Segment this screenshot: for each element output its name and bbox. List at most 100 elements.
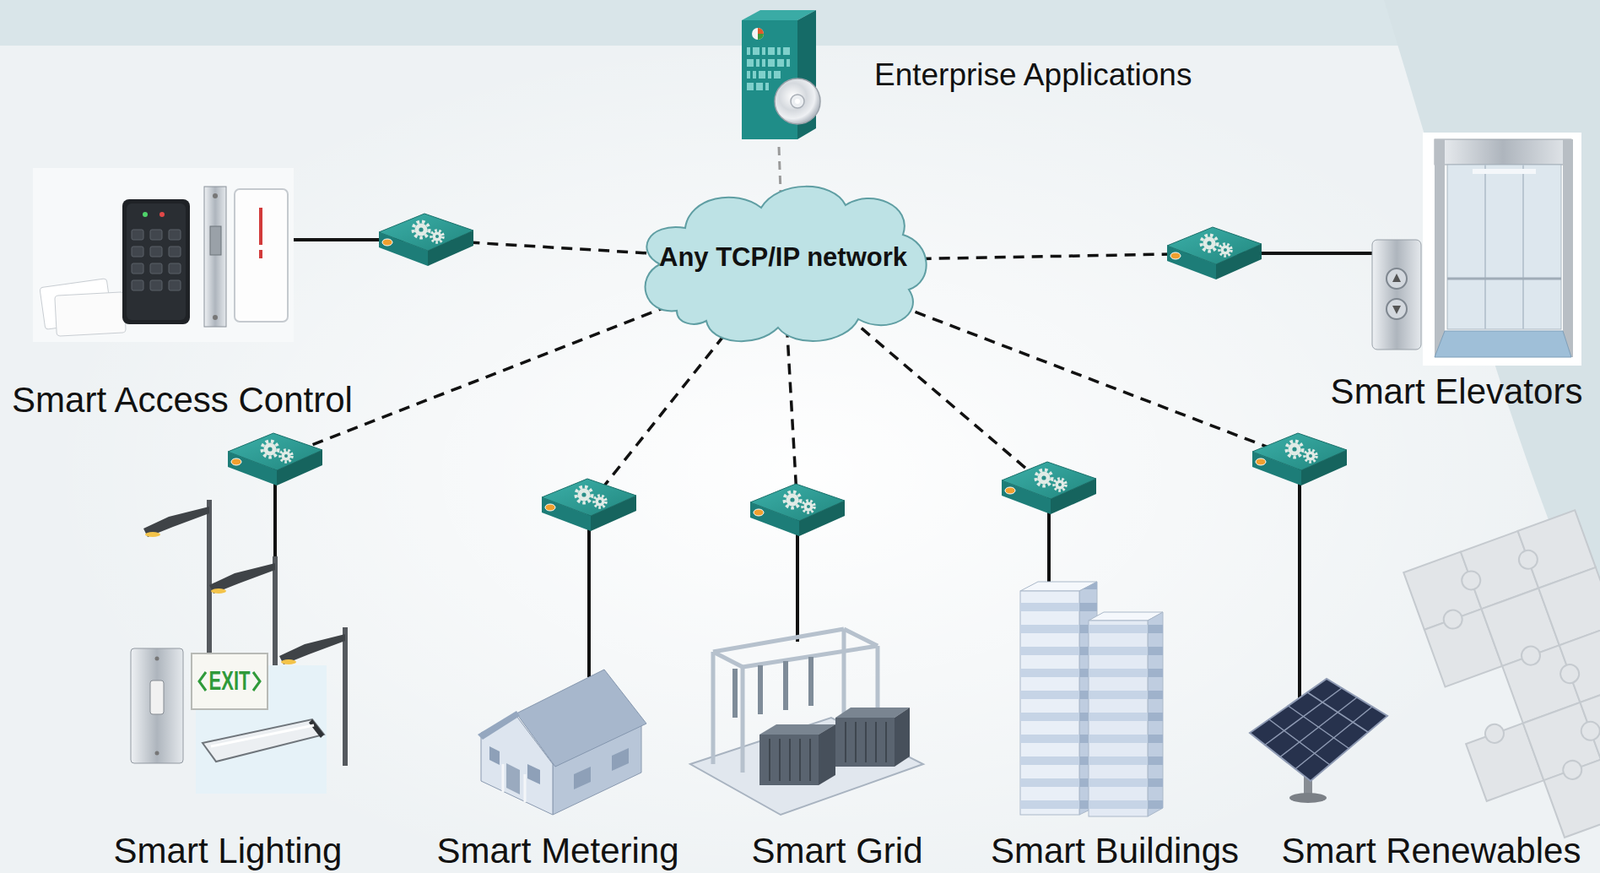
server-icon [746,47,751,55]
substation-picture [757,664,763,714]
server-icon [794,98,800,104]
puzzle-decoration [1482,721,1507,746]
substation-picture [885,721,887,763]
device-group: Smart Metering [421,548,692,871]
server-icon [746,82,754,91]
buildings-picture [1020,590,1080,815]
lighting-picture [150,680,164,714]
elevator-picture [1447,164,1562,330]
lighting-picture [210,724,314,746]
house-picture [489,745,500,765]
puzzle-decoration [1557,661,1582,686]
lighting-picture [191,653,268,709]
substation-picture [740,666,746,773]
substation-picture [759,734,819,785]
access-control-picture [168,246,181,257]
substation-picture [809,738,811,781]
device-group: Smart Grid [685,552,960,871]
substation-picture [768,738,771,781]
elevator-picture [1392,273,1401,282]
access-control-picture [122,199,190,325]
solar-panel-picture [1280,697,1357,757]
house-picture [502,763,505,792]
server-icon [783,47,790,55]
elevator-picture [1472,168,1536,174]
access-control-picture [159,211,165,217]
lighting-picture [155,656,160,661]
access-control-picture [142,211,148,217]
node-label: Enterprise Applications [874,58,1192,93]
enterprise-server: Enterprise Applications [735,5,1243,147]
substation-picture [808,656,814,706]
access-control-picture [54,291,126,336]
server-icon [752,47,760,55]
house-picture [587,548,591,677]
server-icon [756,59,760,67]
lighting-picture [279,633,346,665]
elevator-picture [1447,277,1562,281]
solar-panel-picture [1249,678,1388,781]
router-icon [378,213,474,266]
access-control-picture [150,246,163,257]
substation-picture [690,552,924,815]
server-icon [762,59,766,67]
buildings-picture [1088,620,1148,817]
elevator-picture [1522,164,1525,330]
node-label: Smart Grid [751,831,923,871]
access-control-picture [32,167,294,342]
substation-picture [844,721,847,763]
network-cloud: Any TCP/IP network [634,175,932,347]
elevator-picture [1372,239,1422,350]
lighting-picture [253,671,260,691]
access-control-picture [234,189,288,322]
server-icon [756,82,763,91]
elevator-picture [1386,268,1407,289]
access-control-picture [259,207,263,245]
substation-picture [795,552,800,642]
house-picture [573,766,591,790]
substation-picture [778,738,781,781]
buildings-picture [1020,531,1163,817]
router-icon [750,483,845,536]
network-link [778,146,781,196]
lighting-picture [206,499,212,654]
access-control-picture [210,226,222,255]
puzzle-decoration [1518,643,1543,667]
house-picture [477,548,647,815]
puzzle-decoration [1579,681,1600,759]
access-control-picture [293,237,360,242]
buildings-picture [1088,620,1148,817]
access-control-picture [150,280,163,291]
router-icon [1252,432,1347,486]
server-icon [767,47,775,55]
server-icon [758,70,766,79]
server-icon [757,33,764,40]
access-control-picture [126,203,186,320]
server-icon [773,70,781,79]
access-control-picture [32,167,360,342]
cloud-shape [645,186,927,341]
elevator-picture [1562,139,1573,357]
lighting-picture [272,556,278,676]
substation-picture [769,721,887,781]
access-control-picture [259,249,263,259]
house-picture [477,710,520,740]
elevator-picture [1434,330,1572,357]
substation-picture [799,738,801,781]
elevator-picture [1392,305,1401,314]
lighting-picture [130,648,184,763]
network-link [880,298,1300,503]
access-control-picture [131,229,144,240]
access-control-picture [150,229,163,240]
server-icon [741,10,821,140]
buildings-picture [1147,611,1163,817]
elevator-picture [1422,132,1582,366]
elevator-picture [1434,139,1445,357]
device-group: Smart Access Control [5,164,360,428]
router-icon [1167,227,1262,280]
substation-picture [894,707,910,767]
